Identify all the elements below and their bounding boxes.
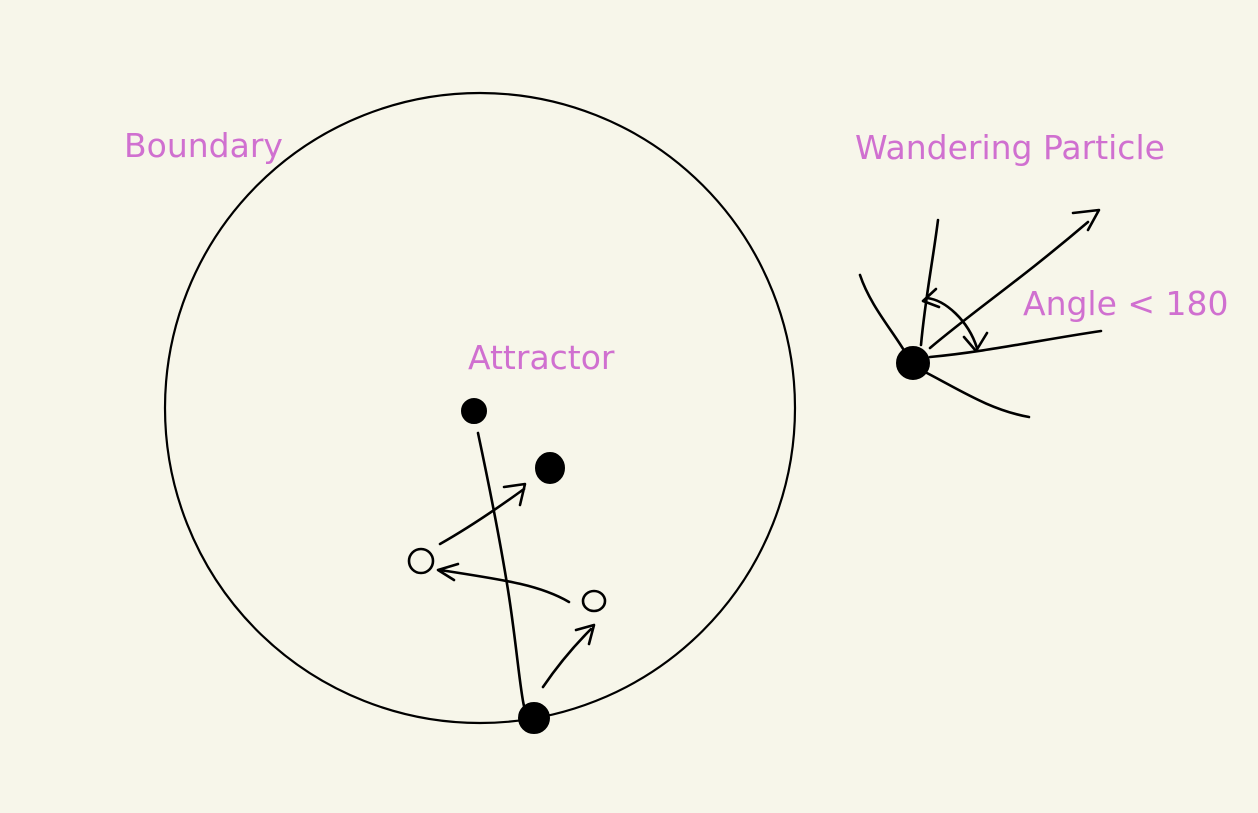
arrow-boundary-to-right <box>541 627 593 689</box>
arrow-left-to-attached-head <box>502 482 527 507</box>
arrow-right-to-left <box>438 568 571 604</box>
arrow-boundary-to-right-head <box>574 623 596 646</box>
wandering-particle-label: Wandering Particle <box>855 128 1165 167</box>
angle-arc <box>925 296 979 350</box>
attractor-trail-line <box>476 431 526 708</box>
hollow-particle-left <box>407 547 435 575</box>
arrow-right-to-left-head <box>436 562 460 582</box>
boundary-particle-dot <box>518 702 550 734</box>
angle-arc-head-right <box>962 331 989 353</box>
hollow-particle-right <box>581 589 607 613</box>
trail-right <box>928 329 1103 359</box>
angle-label: Angle < 180 <box>1023 284 1229 323</box>
boundary-circle <box>163 91 797 725</box>
trail-up <box>919 218 940 347</box>
trail-upper-right <box>928 220 1090 350</box>
attractor-particle-group <box>407 398 607 734</box>
wandering-particle-group <box>858 208 1103 419</box>
attractor-label: Attractor <box>468 338 615 377</box>
trail-upper-left <box>858 273 907 354</box>
wandering-particle-dot <box>896 346 930 380</box>
trail-upper-right-head <box>1071 208 1101 232</box>
angle-arc-head-left <box>921 287 941 309</box>
attractor-dot <box>461 398 487 424</box>
arrow-left-to-attached <box>438 487 526 546</box>
boundary-label: Boundary <box>124 126 283 165</box>
trail-lower-right <box>923 370 1031 419</box>
attached-particle-dot <box>535 452 565 484</box>
